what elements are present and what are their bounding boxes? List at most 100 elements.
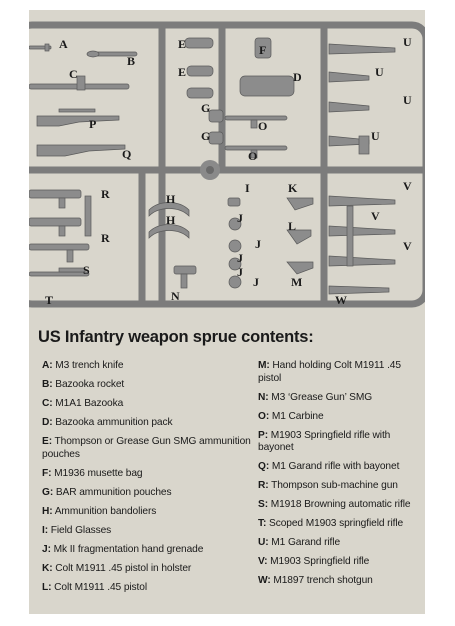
list-item-key: P:	[258, 429, 268, 441]
list-item-text: M1A1 Bazooka	[55, 398, 124, 409]
sprue-image: A B C D E E F G G H H I J J J J J K L M …	[29, 21, 425, 308]
list-item-text: M1897 trench shotgun	[273, 575, 373, 586]
list-item-key: N:	[258, 391, 269, 403]
list-item-text: Thompson or Grease Gun SMG ammunition po…	[42, 436, 251, 460]
sprue-label-t: T	[45, 293, 53, 307]
sprue-label-j-4: J	[237, 265, 243, 279]
list-item: H: Ammunition bandoliers	[42, 506, 252, 519]
list-item-key: B:	[42, 379, 53, 390]
sprue-label-g-2: G	[201, 129, 210, 143]
list-item: J: Mk II fragmentation hand grenade	[42, 544, 252, 557]
list-item-key: M:	[258, 360, 270, 371]
sprue-label-i: I	[245, 181, 250, 195]
contents-list-right: M: Hand holding Colt M1911 .45 pistol N:…	[258, 360, 423, 594]
sprue-parts	[29, 37, 396, 295]
sprue-label-o-2: O	[248, 149, 257, 163]
list-item: M: Hand holding Colt M1911 .45 pistol	[258, 360, 423, 385]
list-item: R: Thompson sub-machine gun	[258, 480, 423, 493]
sprue-label-b: B	[127, 54, 135, 68]
list-item-key: U:	[258, 537, 269, 548]
sprue-label-j: J	[237, 211, 243, 225]
sprue-label-k: K	[288, 181, 298, 195]
list-item: N: M3 ‘Grease Gun’ SMG	[258, 392, 423, 405]
list-item-text: Ammunition bandoliers	[54, 505, 157, 517]
list-item-text: Mk II fragmentation hand grenade	[53, 543, 204, 555]
list-item-key: T:	[258, 518, 267, 529]
sprue-label-s: S	[83, 263, 90, 277]
list-item: D: Bazooka ammunition pack	[42, 417, 252, 430]
list-item-text: Thompson sub-machine gun	[271, 480, 398, 491]
list-item-text: Colt M1911 .45 pistol	[54, 581, 148, 593]
list-item-key: C:	[42, 398, 53, 409]
sprue-label-u-4: U	[371, 129, 380, 143]
sprue-label-r-2: R	[101, 231, 110, 245]
sprue-label-p: P	[89, 117, 96, 131]
sprue-label-e-2: E	[178, 65, 186, 79]
list-item: L: Colt M1911 .45 pistol	[42, 582, 252, 595]
list-item-text: Colt M1911 .45 pistol in holster	[55, 562, 192, 574]
list-item: S: M1918 Browning automatic rifle	[258, 499, 423, 512]
list-item-key: L:	[42, 581, 52, 593]
list-item-key: S:	[258, 499, 268, 510]
sprue-label-u-2: U	[375, 65, 384, 79]
list-item: A: M3 trench knife	[42, 360, 252, 373]
list-item: O: M1 Carbine	[258, 411, 423, 424]
sprue-frame	[29, 21, 425, 308]
list-item: E: Thompson or Grease Gun SMG ammunition…	[42, 436, 252, 461]
list-item-key: G:	[42, 486, 54, 498]
list-item-text: BAR ammunition pouches	[55, 486, 172, 498]
list-item-text: M1903 Springfield rifle with bayonet	[258, 429, 391, 454]
sprue-label-a: A	[59, 37, 68, 51]
list-item-text: M1 Garand rifle with bayonet	[271, 461, 400, 472]
sprue-label-l: L	[288, 219, 296, 233]
list-item-text: M3 ‘Grease Gun’ SMG	[271, 391, 373, 403]
list-item-key: J:	[42, 543, 51, 555]
list-item-key: A:	[42, 360, 53, 371]
list-item-text: Field Glasses	[50, 524, 112, 536]
sprue-label-h: H	[166, 192, 176, 206]
contents-title: US Infantry weapon sprue contents:	[38, 328, 314, 346]
list-item-text: M1936 musette bag	[54, 467, 143, 479]
list-item-key: H:	[42, 505, 53, 517]
list-item: W: M1897 trench shotgun	[258, 575, 423, 588]
list-item-key: Q:	[258, 461, 270, 472]
list-item-key: E:	[42, 436, 52, 447]
list-item-text: M3 trench knife	[55, 360, 124, 371]
list-item-key: W:	[258, 575, 271, 586]
list-item-text: Bazooka rocket	[55, 379, 125, 390]
list-item-text: Scoped M1903 springfield rifle	[269, 518, 404, 529]
list-item: T: Scoped M1903 springfield rifle	[258, 518, 423, 531]
list-item: U: M1 Garand rifle	[258, 537, 423, 550]
sprue-label-c: C	[69, 67, 78, 81]
sprue-label-u-3: U	[403, 93, 412, 107]
list-item: K: Colt M1911 .45 pistol in holster	[42, 563, 252, 576]
sprue-label-v-3: V	[403, 239, 412, 253]
contents-list-left: A: M3 trench knife B: Bazooka rocket C: …	[42, 360, 252, 601]
sprue-label-o: O	[258, 119, 267, 133]
sprue-label-j-3: J	[237, 251, 243, 265]
list-item-key: K:	[42, 562, 53, 574]
list-item-text: M1 Garand rifle	[271, 537, 341, 548]
sprue-label-w: W	[335, 293, 347, 307]
sprue-label-r: R	[101, 187, 110, 201]
sprue-label-j-2: J	[255, 237, 261, 251]
list-item-text: Hand holding Colt M1911 .45 pistol	[258, 360, 401, 384]
sprue-label-j-5: J	[253, 275, 259, 289]
list-item-text: Bazooka ammunition pack	[55, 417, 173, 428]
list-item-text: M1 Carbine	[271, 410, 324, 422]
sprue-label-f: F	[259, 43, 266, 57]
list-item-key: D:	[42, 417, 53, 428]
list-item-key: F:	[42, 467, 52, 479]
list-item-key: I:	[42, 524, 49, 536]
sprue-label-h-2: H	[166, 213, 176, 227]
list-item: P: M1903 Springfield rifle with bayonet	[258, 430, 423, 455]
sprue-label-e: E	[178, 37, 186, 51]
sprue-label-d: D	[293, 70, 302, 84]
list-item-key: O:	[258, 410, 270, 422]
list-item-text: M1903 Springfield rifle	[270, 556, 370, 567]
sprue-label-n: N	[171, 289, 180, 303]
list-item: Q: M1 Garand rifle with bayonet	[258, 461, 423, 474]
list-item-text: M1918 Browning automatic rifle	[270, 499, 411, 510]
list-item: V: M1903 Springfield rifle	[258, 556, 423, 569]
sprue-label-g: G	[201, 101, 210, 115]
